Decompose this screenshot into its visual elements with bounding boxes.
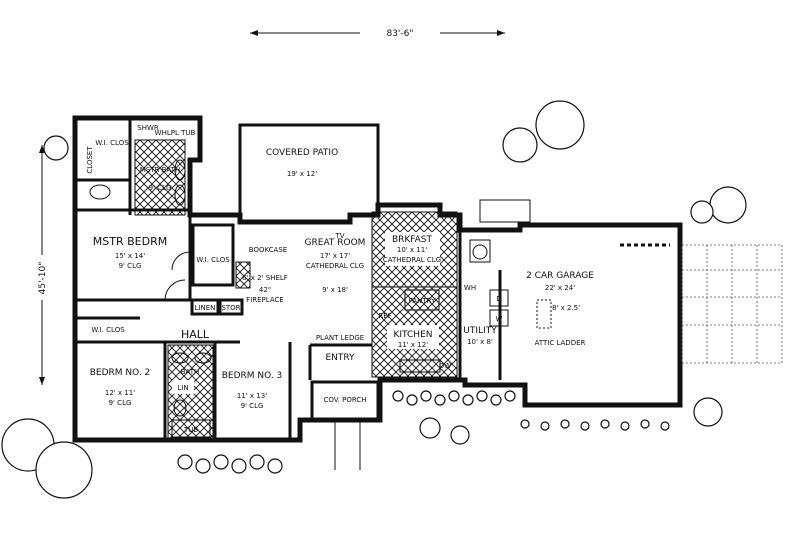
- entry-porch: PLANT LEDGE ENTRY COV. PORCH: [308, 334, 380, 470]
- covered-patio-label: COVERED PATIO: [266, 148, 338, 158]
- hall-label: HALL: [181, 328, 210, 341]
- tv-label: TV: [334, 232, 344, 240]
- washer-label: W: [496, 315, 503, 323]
- garage-label: 2 CAR GARAGE: [526, 271, 594, 281]
- master-bedroom-size: 15' x 14': [115, 252, 145, 260]
- bedroom3-size: 11' x 13': [237, 392, 267, 400]
- shelf-note: 6' x 2' SHELF: [242, 274, 288, 282]
- great-room-size: 17' x 17': [320, 252, 350, 260]
- tree-icon: [535, 100, 585, 150]
- garage-size: 22' x 24': [545, 284, 575, 292]
- fireplace-label: FIREPLACE: [246, 296, 284, 304]
- master-bath: MSTR BATH 9' CLG W.I. CLOS CLOSET SHWR W…: [75, 120, 196, 216]
- dryer-label: D: [496, 295, 501, 303]
- kitchen-size: 11' x 12': [398, 341, 428, 349]
- bookcase-label: BOOKCASE: [249, 246, 287, 254]
- breakfast-label: BRKFAST: [392, 235, 433, 245]
- hedge-row: [392, 390, 516, 406]
- breakfast-room: BRKFAST 10' x 11' CATHEDRAL CLG: [371, 211, 458, 288]
- kitchen-label: KITCHEN: [394, 330, 433, 340]
- master-bedroom-ceiling: 9' CLG: [119, 262, 142, 270]
- water-heater-label: WH: [464, 284, 476, 292]
- bath-walkin-closet-label: W.I. CLOS: [95, 139, 129, 147]
- bath-label: BATH: [181, 368, 200, 376]
- hall-walkin-closet-label: W.I. CLOS: [91, 326, 125, 334]
- overall-depth-dimension: 45'-10": [38, 145, 48, 385]
- shrub-icon: [693, 397, 723, 427]
- closet-label: CLOSET: [86, 146, 94, 174]
- dishwasher-label: DW: [439, 362, 451, 370]
- overall-width-label: 83'-6": [386, 29, 413, 39]
- shrub-icon: [43, 135, 69, 161]
- breakfast-size: 10' x 11': [397, 246, 427, 254]
- utility-label: UTILITY: [463, 326, 497, 336]
- overall-depth-label: 45'-10": [38, 262, 48, 295]
- covered-patio-size: 19' x 12': [287, 170, 317, 178]
- shrub-icon: [502, 127, 538, 163]
- whirlpool-tub-label: WHLPL TUB: [155, 129, 196, 137]
- master-bedroom: MSTR BEDRM 15' x 14' 9' CLG: [75, 215, 192, 302]
- shower-label: SHWR: [137, 124, 159, 132]
- bedroom-2: BEDRM NO. 2 12' x 11' 9' CLG: [90, 342, 167, 440]
- plant-ledge-label: PLANT LEDGE: [316, 334, 364, 342]
- fireplace-hearth: [235, 261, 251, 289]
- covered-porch-label: COV. PORCH: [323, 396, 366, 404]
- linen-label: LINEN: [195, 304, 216, 312]
- master-walkin-closet: W.I. CLOS: [191, 223, 235, 287]
- tub-label: TUB: [183, 426, 198, 434]
- lin-label: LIN: [177, 384, 188, 392]
- bedroom2-ceiling: 9' CLG: [109, 399, 132, 407]
- bedroom2-size: 12' x 11': [105, 389, 135, 397]
- bedroom3-ceiling: 9' CLG: [241, 402, 264, 410]
- driveway-pavers: [681, 244, 783, 364]
- master-bedroom-label: MSTR BEDRM: [93, 235, 167, 248]
- master-bath-label: MSTR BATH: [140, 166, 180, 174]
- kitchen: PANTRY KITCHEN 11' x 12' REF DW: [371, 286, 458, 378]
- bedroom2-label: BEDRM NO. 2: [90, 368, 151, 378]
- garage-front-shrubs: [520, 419, 670, 431]
- hall-area: LINEN STOR HALL W.I. CLOS: [75, 298, 244, 344]
- garage-shelf-label: 8' x 2.5': [552, 304, 580, 312]
- covered-patio: COVERED PATIO 19' x 12': [238, 123, 380, 220]
- utility-size: 10' x 8': [467, 338, 493, 346]
- hall-bath: BATH LIN TUB: [167, 342, 217, 441]
- shrub-icon: [450, 425, 470, 445]
- kitchen-floor: [371, 286, 458, 378]
- shrub-icon: [709, 186, 747, 224]
- storage-label: STOR: [221, 304, 240, 312]
- overall-width-dimension: 83'-6": [250, 29, 505, 39]
- master-bath-ceiling: 9' CLG: [149, 184, 172, 192]
- great-room-ceiling: CATHEDRAL CLG: [306, 262, 364, 270]
- garage: 2 CAR GARAGE 22' x 24' 8' x 2.5' ATTIC L…: [479, 199, 670, 347]
- bedroom3-label: BEDRM NO. 3: [222, 371, 283, 381]
- shrub-icon: [690, 200, 714, 224]
- landscaping: [1, 100, 747, 499]
- bedroom-walkin-closet-label: W.I. CLOS: [196, 256, 230, 264]
- great-room: BOOKCASE TV GREAT ROOM 17' x 17' CATHEDR…: [235, 232, 366, 304]
- shrub-icon: [419, 417, 441, 439]
- entry-label: ENTRY: [325, 353, 355, 363]
- great-room-label: GREAT ROOM: [305, 238, 366, 248]
- attic-ladder-label: ATTIC LADDER: [535, 339, 586, 347]
- tree-icon: [35, 441, 93, 499]
- ceiling-note: 9' x 18': [322, 286, 348, 294]
- fireplace-size: 42": [259, 286, 271, 294]
- pantry-label: PANTRY: [409, 297, 436, 305]
- shrub-row: [177, 454, 283, 474]
- utility: WH UTILITY 10' x 8' D W: [458, 230, 509, 380]
- ref-label: REF: [378, 312, 391, 320]
- breakfast-ceiling: CATHEDRAL CLG: [383, 256, 441, 264]
- bedroom-3: BEDRM NO. 3 11' x 13' 9' CLG: [222, 342, 292, 440]
